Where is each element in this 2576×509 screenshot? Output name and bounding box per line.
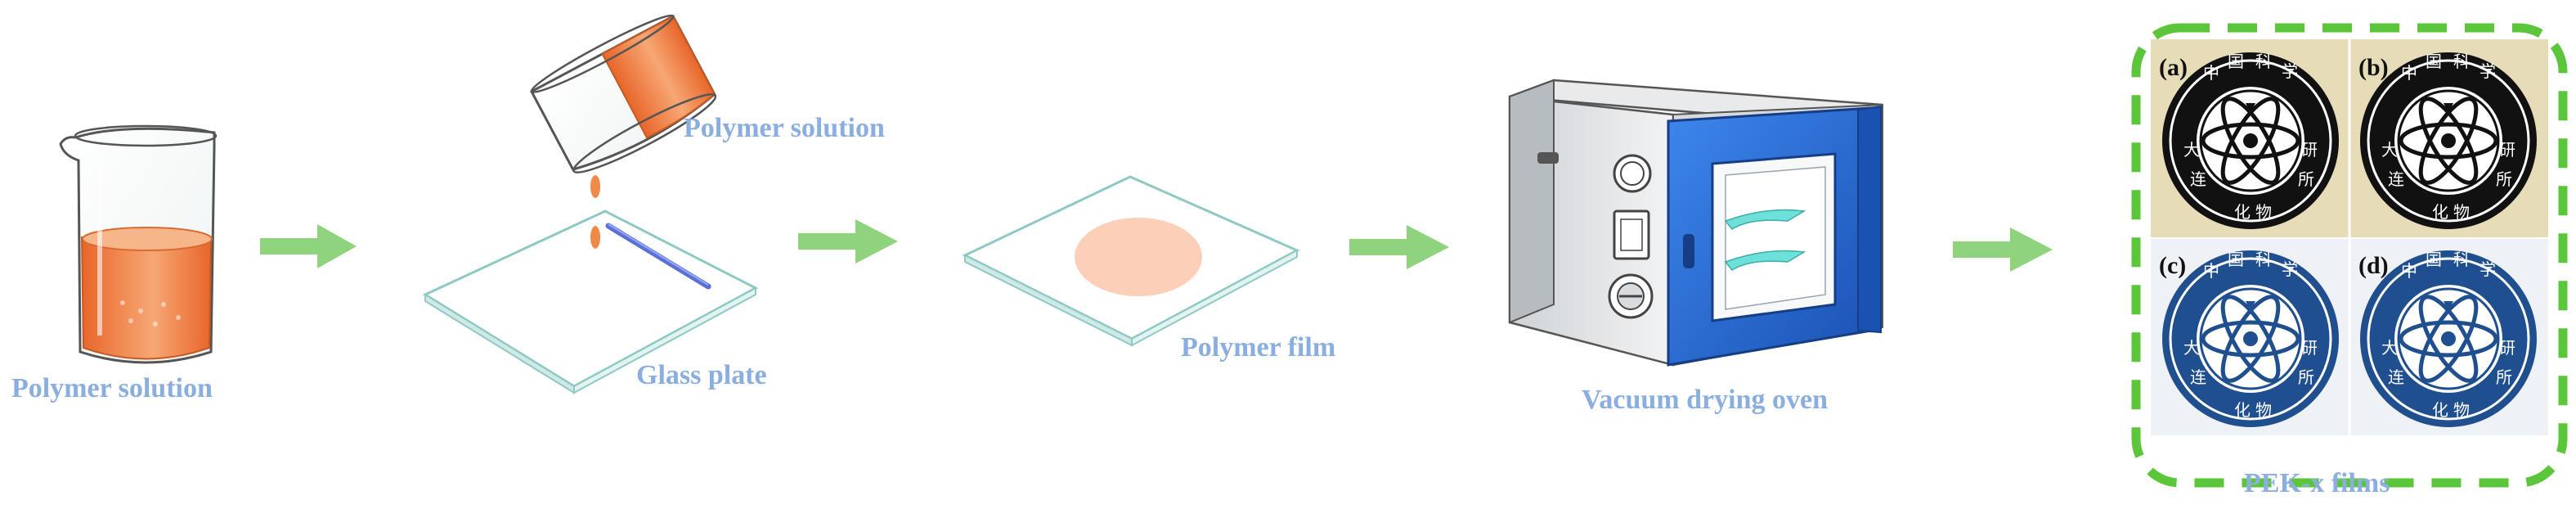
arrow-right-icon xyxy=(1349,225,1449,269)
glass-plate-icon xyxy=(422,209,759,394)
beaker-label: Polymer solution xyxy=(11,373,213,403)
logo-icon xyxy=(2162,250,2339,427)
arrow-right-icon xyxy=(260,224,357,268)
result-label: PEK-x films xyxy=(2244,468,2390,498)
pek-films-panel: (a) (b) (c) (d) xyxy=(2131,23,2568,488)
panel-b-label: (b) xyxy=(2358,54,2389,81)
arrow-right-icon xyxy=(798,219,898,264)
panel-c-label: (c) xyxy=(2159,252,2186,279)
vacuum-oven-icon xyxy=(1508,79,1883,367)
panel-a-label: (a) xyxy=(2159,54,2188,81)
plate-label: Glass plate xyxy=(636,360,767,390)
beaker-icon xyxy=(59,124,218,364)
panel-d-label: (d) xyxy=(2358,252,2389,279)
film-label: Polymer film xyxy=(1181,332,1336,363)
oven-label: Vacuum drying oven xyxy=(1582,385,1829,415)
arrow-right-icon xyxy=(1953,227,2053,272)
film-icon xyxy=(962,175,1300,347)
pour-label: Polymer solution xyxy=(684,113,885,143)
pouring-beaker-icon xyxy=(529,14,717,198)
logo-icon xyxy=(2162,52,2339,229)
